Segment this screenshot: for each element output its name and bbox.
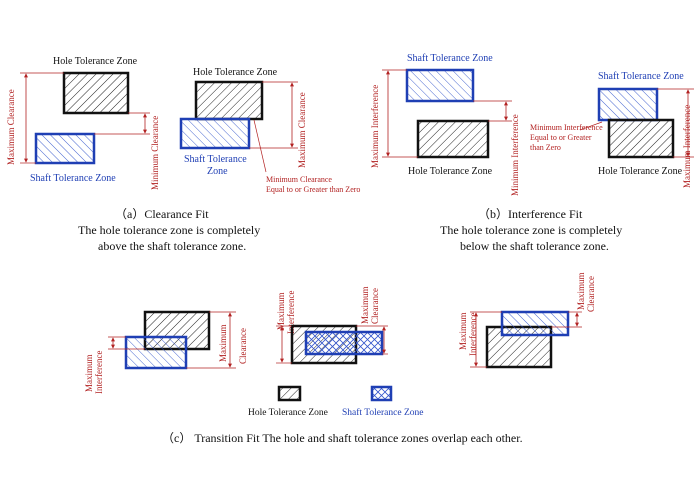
shaft-tolerance-zone xyxy=(304,330,384,356)
leader-line xyxy=(579,121,603,131)
legend-hole-swatch xyxy=(277,385,302,402)
min-clearance-note-line1: Minimum Clearance xyxy=(266,175,332,184)
shaft-tolerance-zone xyxy=(34,132,96,165)
maximum-label: Maximum xyxy=(276,293,286,331)
panel-a-description-line2: above the shaft tolerance zone. xyxy=(98,239,246,253)
min-clearance-note-line2: Equal to or Greater than Zero xyxy=(266,185,360,194)
panel-b-interference-fit: Shaft Tolerance Zone Hole Tolerance Zone… xyxy=(370,53,694,253)
clearance-label: Clearance xyxy=(370,288,380,324)
shaft-zone-label: Shaft Tolerance Zone xyxy=(598,71,684,82)
minimum-interference-label: Minimum Interference xyxy=(510,114,520,196)
shaft-tolerance-zone xyxy=(405,68,475,103)
interference-label: Interference xyxy=(286,291,296,334)
shaft-zone-label: Shaft Tolerance Zone xyxy=(30,173,116,184)
hole-zone-label: Hole Tolerance Zone xyxy=(408,166,493,177)
maximum-label: Maximum xyxy=(576,273,586,311)
panel-b-description-line1: The hole tolerance zone is completely xyxy=(440,223,622,237)
maximum-clearance-label: Maximum Clearance xyxy=(297,92,307,168)
maximum-label: Maximum xyxy=(458,313,468,351)
hole-zone-label: Hole Tolerance Zone xyxy=(53,56,138,67)
min-interference-note-line1: Minimum Interference xyxy=(530,123,603,132)
shaft-tolerance-zone xyxy=(597,87,659,122)
legend: Hole Tolerance Zone Shaft Tolerance Zone xyxy=(248,385,423,418)
maximum-interference-label: Maximum Interference xyxy=(682,105,692,188)
shaft-zone-label: Shaft Tolerance Zone xyxy=(407,53,493,64)
legend-hole-label: Hole Tolerance Zone xyxy=(248,408,328,418)
shaft-tolerance-zone xyxy=(500,310,570,337)
panel-a-description-line1: The hole tolerance zone is completely xyxy=(78,223,260,237)
interference-label: Interference xyxy=(94,351,104,394)
panel-a-title: （a）Clearance Fit xyxy=(115,207,209,221)
shaft-zone-label-line1: Shaft Tolerance xyxy=(184,154,247,165)
maximum-clearance-label: Maximum Clearance xyxy=(6,89,16,165)
legend-shaft-label: Shaft Tolerance Zone xyxy=(342,407,423,418)
clearance-label: Clearance xyxy=(586,276,596,312)
legend-shaft-swatch xyxy=(370,385,393,402)
maximum-label: Maximum xyxy=(84,355,94,393)
hole-tolerance-zone xyxy=(607,118,675,159)
min-interference-note-line3: than Zero xyxy=(530,143,561,152)
shaft-tolerance-zone xyxy=(124,335,188,370)
leader-line xyxy=(253,119,267,173)
minimum-clearance-label: Minimum Clearance xyxy=(150,116,160,190)
hole-tolerance-zone xyxy=(62,71,130,115)
interference-label: Interference xyxy=(468,313,478,356)
panel-c-caption: （c） Transition Fit The hole and shaft to… xyxy=(162,431,523,445)
panel-b-title: （b）Interference Fit xyxy=(478,207,583,221)
hole-zone-label: Hole Tolerance Zone xyxy=(193,67,278,78)
maximum-label: Maximum xyxy=(218,325,228,363)
shaft-zone-label-line2: Zone xyxy=(207,166,228,177)
maximum-label: Maximum xyxy=(360,287,370,325)
panel-a-clearance-fit: Hole Tolerance Zone Shaft Tolerance Zone… xyxy=(6,56,360,253)
clearance-label: Clearance xyxy=(238,328,248,364)
panel-b-description-line2: below the shaft tolerance zone. xyxy=(460,239,609,253)
hole-zone-label: Hole Tolerance Zone xyxy=(598,166,683,177)
maximum-interference-label: Maximum Interference xyxy=(370,85,380,168)
min-interference-note-line2: Equal to or Greater xyxy=(530,133,592,142)
panel-c-transition-fit: Maximum Interference Maximum Clearance M… xyxy=(84,273,596,446)
shaft-tolerance-zone xyxy=(179,117,251,150)
hole-tolerance-zone xyxy=(416,119,490,159)
hole-tolerance-zone xyxy=(194,80,264,121)
